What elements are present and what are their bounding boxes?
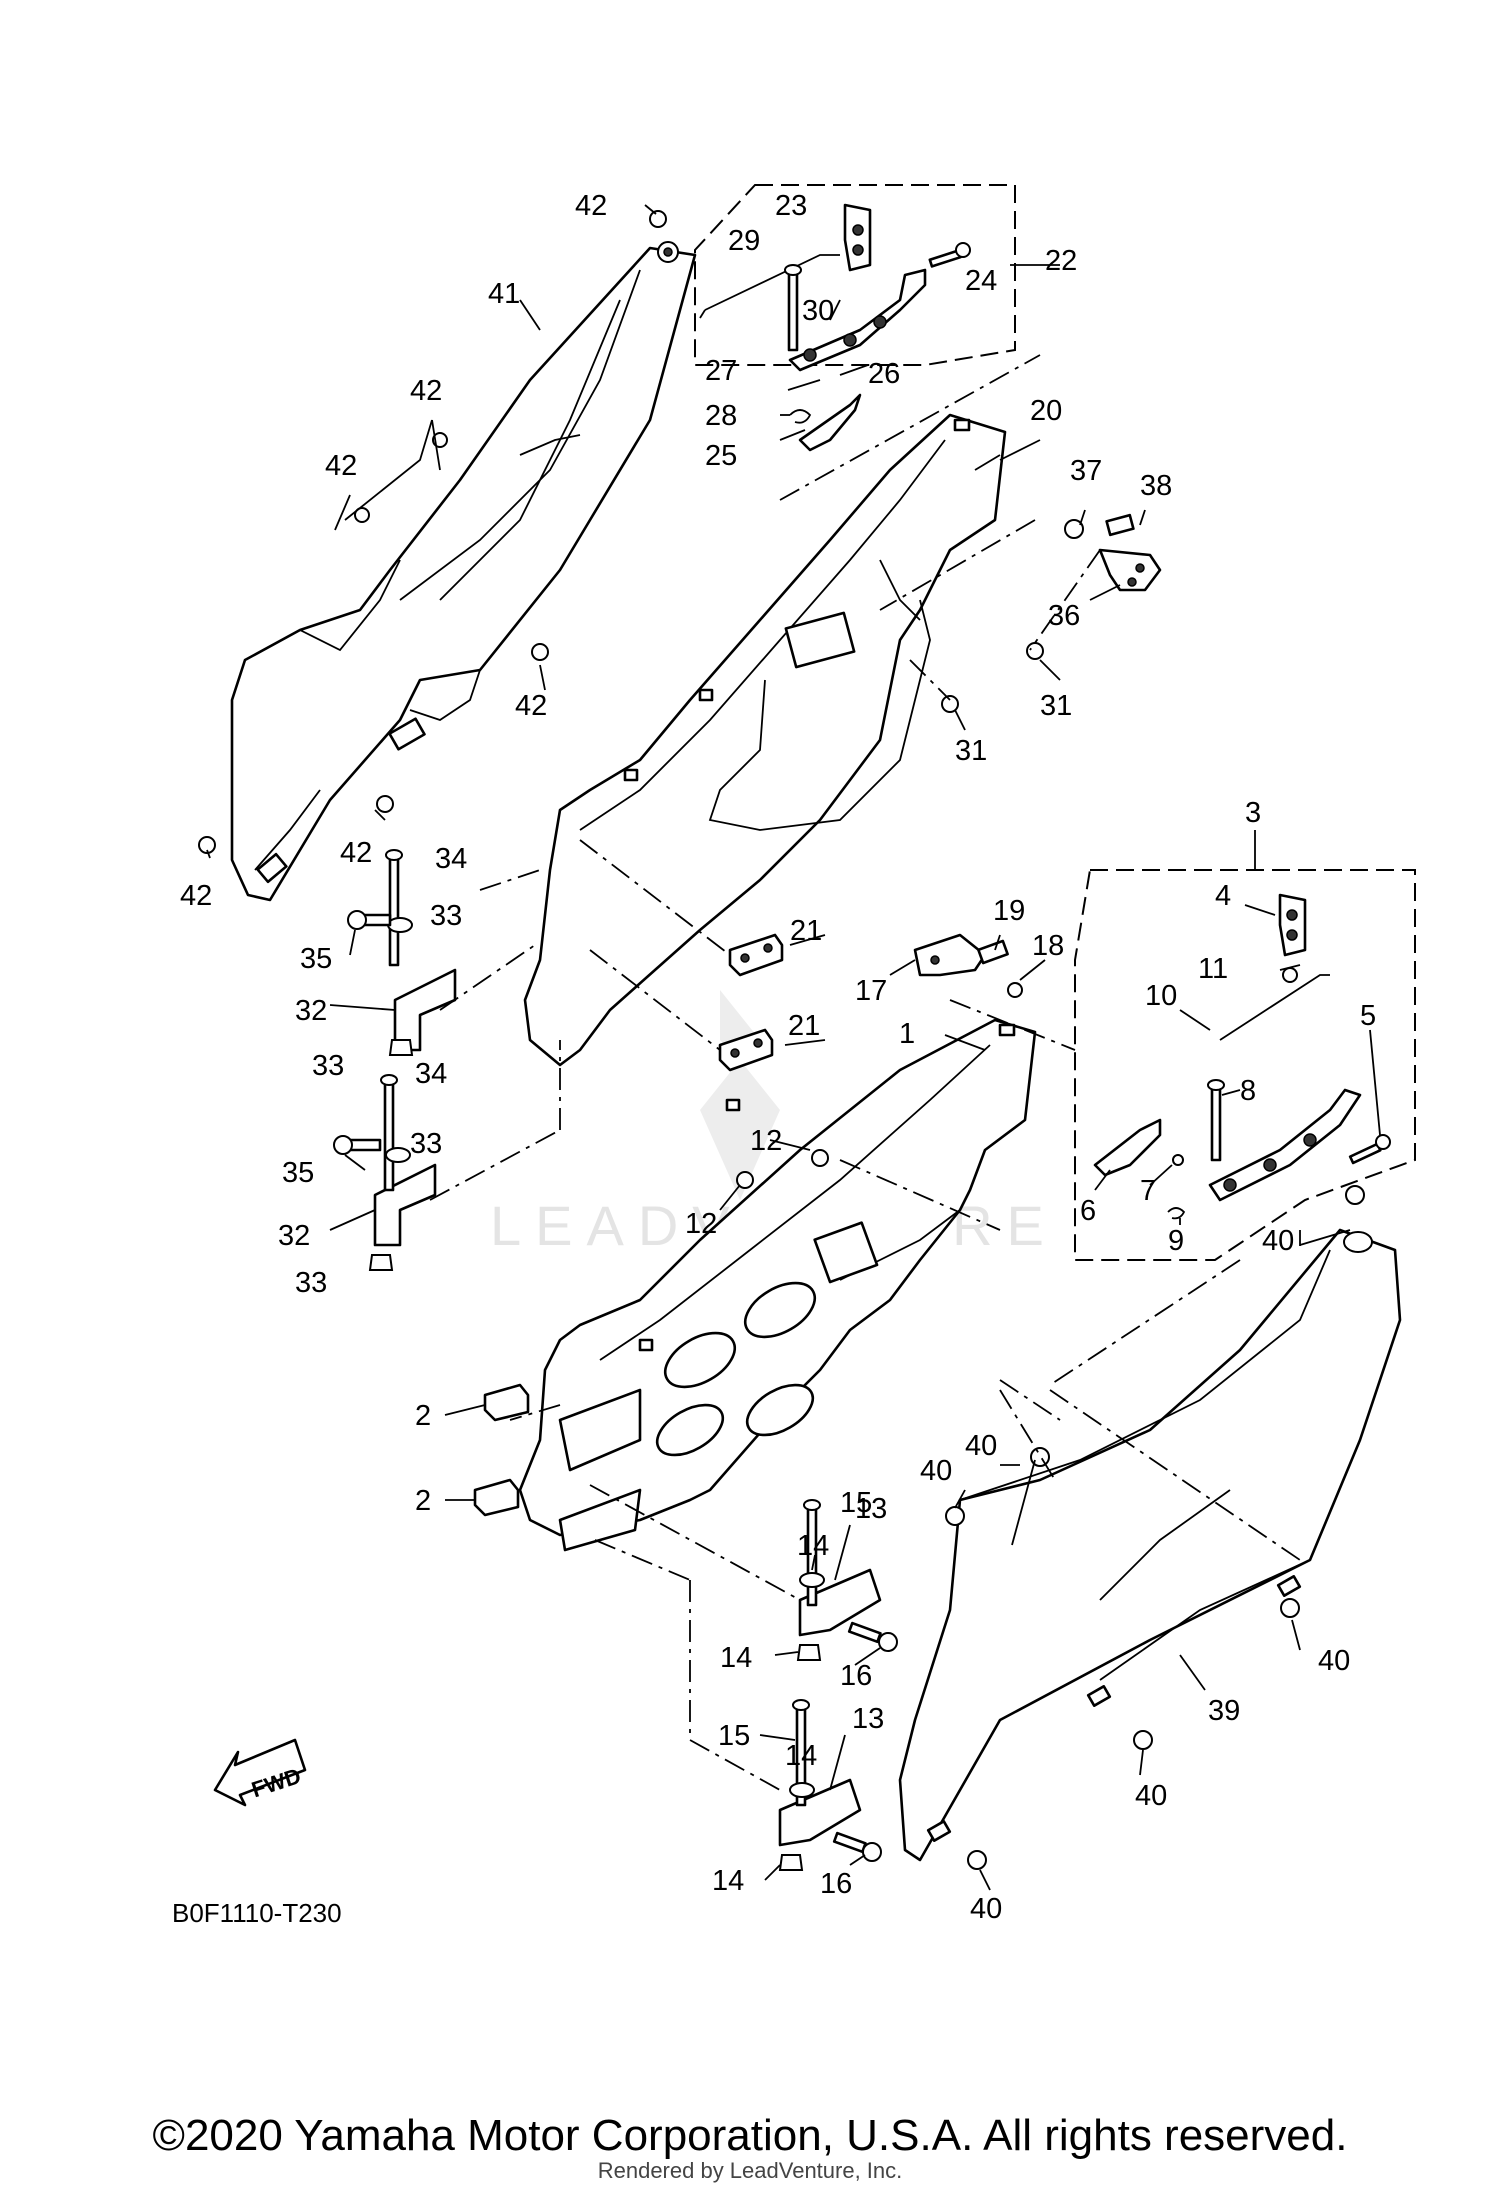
- callout-21: 21: [790, 915, 822, 947]
- callout-28: 28: [705, 400, 737, 432]
- callout-32: 32: [295, 995, 327, 1027]
- callout-26: 26: [868, 358, 900, 390]
- callout-6: 6: [1080, 1195, 1096, 1227]
- callout-40: 40: [970, 1893, 1002, 1925]
- diagram-code: B0F1110-T230: [172, 1898, 342, 1928]
- callout-33: 33: [410, 1128, 442, 1160]
- callout-12: 12: [685, 1208, 717, 1240]
- stay-17: [913, 933, 1023, 998]
- callout-38: 38: [1140, 470, 1172, 502]
- callout-34: 34: [415, 1058, 447, 1090]
- callout-36: 36: [1048, 600, 1080, 632]
- callout-32: 32: [278, 1220, 310, 1252]
- callout-10: 10: [1145, 980, 1177, 1012]
- callout-23: 23: [775, 190, 807, 222]
- panel-41: [230, 241, 697, 902]
- callout-4: 4: [1215, 880, 1231, 912]
- callout-15: 15: [840, 1487, 872, 1519]
- callout-14: 14: [712, 1865, 744, 1897]
- callout-16: 16: [840, 1660, 872, 1692]
- callout-40: 40: [920, 1455, 952, 1487]
- callout-27: 27: [705, 355, 737, 387]
- callout-2: 2: [415, 1400, 431, 1432]
- assembly-box-22: [694, 184, 1016, 452]
- callout-24: 24: [965, 265, 997, 297]
- striker-2-lower: [473, 1478, 520, 1517]
- callout-25: 25: [705, 440, 737, 472]
- callout-39: 39: [1208, 1695, 1240, 1727]
- callout-42: 42: [180, 880, 212, 912]
- callout-30: 30: [802, 295, 834, 327]
- callout-2: 2: [415, 1485, 431, 1517]
- callout-19: 19: [993, 895, 1025, 927]
- callout-42: 42: [575, 190, 607, 222]
- hinge-32-lower: [333, 1074, 437, 1271]
- callout-34: 34: [435, 843, 467, 875]
- callout-18: 18: [1032, 930, 1064, 962]
- callout-21: 21: [788, 1010, 820, 1042]
- striker-21-upper: [728, 933, 784, 977]
- callout-37: 37: [1070, 455, 1102, 487]
- callout-35: 35: [282, 1157, 314, 1189]
- callout-40: 40: [965, 1430, 997, 1462]
- fwd-arrow-icon: FWD: [213, 1738, 307, 1807]
- callout-7: 7: [1140, 1175, 1156, 1207]
- callout-12: 12: [750, 1125, 782, 1157]
- rendered-by-notice: Rendered by LeadVenture, Inc.: [597, 2158, 903, 2183]
- callout-42: 42: [340, 837, 372, 869]
- leader-lines: [206, 204, 1381, 1891]
- callout-29: 29: [728, 225, 760, 257]
- callout-20: 20: [1030, 395, 1062, 427]
- callout-16: 16: [820, 1868, 852, 1900]
- callouts: 1 2 2 3 4 5 6 7 8 9 10 11 12 12 13 13 14…: [180, 190, 1376, 1925]
- panel-1: [518, 1018, 1037, 1552]
- callout-42: 42: [410, 375, 442, 407]
- callout-14: 14: [785, 1740, 817, 1772]
- striker-21-lower: [718, 1028, 774, 1072]
- hinge-13-upper: [796, 1499, 898, 1661]
- callout-14: 14: [797, 1530, 829, 1562]
- callout-35: 35: [300, 943, 332, 975]
- callout-33: 33: [312, 1050, 344, 1082]
- callout-3: 3: [1245, 797, 1261, 829]
- callout-13: 13: [855, 1493, 887, 1525]
- callout-33: 33: [295, 1267, 327, 1299]
- striker-2-upper: [483, 1383, 530, 1422]
- callout-13: 13: [852, 1703, 884, 1735]
- callout-8: 8: [1240, 1075, 1256, 1107]
- callout-42: 42: [515, 690, 547, 722]
- callout-33: 33: [430, 900, 462, 932]
- callout-14: 14: [720, 1642, 752, 1674]
- panel-39: [898, 1228, 1402, 1862]
- stay-36: [1064, 513, 1162, 592]
- hinge-13-lower: [778, 1699, 882, 1871]
- callout-15: 15: [718, 1720, 750, 1752]
- callout-31: 31: [1040, 690, 1072, 722]
- hinge-32-upper: [347, 849, 457, 1056]
- callout-41: 41: [488, 278, 520, 310]
- callout-5: 5: [1360, 1000, 1376, 1032]
- callout-17: 17: [855, 975, 887, 1007]
- callout-9: 9: [1168, 1225, 1184, 1257]
- callout-11: 11: [1198, 953, 1228, 985]
- callout-42: 42: [325, 450, 357, 482]
- panel-20: [523, 413, 1007, 1067]
- callout-22: 22: [1045, 245, 1077, 277]
- callout-40: 40: [1135, 1780, 1167, 1812]
- callout-1: 1: [899, 1018, 915, 1050]
- copyright-notice: ©2020 Yamaha Motor Corporation, U.S.A. A…: [152, 2111, 1348, 2160]
- assembly-box-3: [1074, 869, 1416, 1261]
- callout-31: 31: [955, 735, 987, 767]
- relation-lines: [429, 354, 1301, 1791]
- callout-40: 40: [1318, 1645, 1350, 1677]
- callout-40: 40: [1262, 1225, 1294, 1257]
